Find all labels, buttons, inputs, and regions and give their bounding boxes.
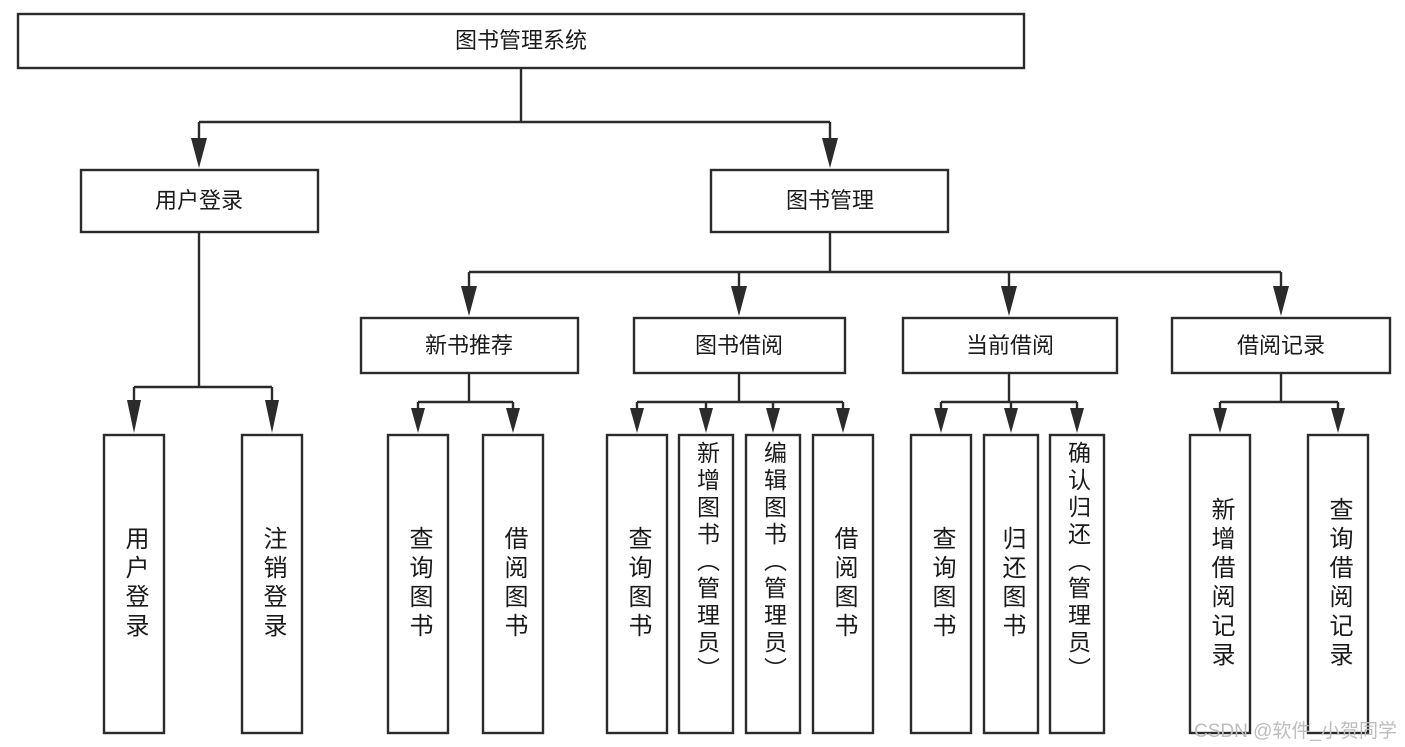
node-leaf-edit-book-admin-box[interactable]: [744, 433, 802, 735]
node-root-label: 图书管理系统: [455, 28, 587, 53]
node-leaf-query-book-rec-label: 查询图书: [405, 526, 432, 642]
node-user-login[interactable]: 用户登录: [79, 168, 320, 234]
arrow-head-leaf-borrow-book: [836, 408, 850, 433]
node-leaf-query-book-cur[interactable]: 查询图书: [909, 433, 973, 735]
node-leaf-add-book-admin-box[interactable]: [677, 433, 735, 735]
node-current-borrow-box[interactable]: [901, 316, 1119, 375]
node-leaf-query-book-borrow-box[interactable]: [605, 433, 669, 735]
node-leaf-query-borrow-record[interactable]: 查询借阅记录: [1306, 433, 1370, 735]
node-book-management-label: 图书管理: [786, 188, 874, 213]
node-leaf-user-login-label: 用户登录: [121, 526, 148, 642]
node-leaf-query-book-rec-box[interactable]: [386, 433, 450, 735]
arrow-head-borrow-record: [1273, 286, 1289, 316]
node-leaf-add-borrow-record[interactable]: 新增借阅记录: [1188, 433, 1252, 735]
node-leaf-borrow-book-box[interactable]: [811, 433, 875, 735]
node-new-book-recommend-label: 新书推荐: [425, 333, 513, 358]
node-leaf-add-borrow-record-box[interactable]: [1188, 433, 1252, 735]
node-leaf-add-borrow-record-label: 新增借阅记录: [1207, 497, 1234, 671]
arrow-head-leaf-query-book-cur: [934, 408, 948, 433]
node-book-management-box[interactable]: [709, 168, 950, 234]
node-user-login-box[interactable]: [79, 168, 320, 234]
node-leaf-confirm-return-admin[interactable]: 确认归还（管理员）: [1048, 433, 1106, 735]
node-new-book-recommend[interactable]: 新书推荐: [359, 316, 580, 375]
node-leaf-query-book-borrow[interactable]: 查询图书: [605, 433, 669, 735]
node-current-borrow-label: 当前借阅: [966, 333, 1054, 358]
node-leaf-borrow-book-rec-box[interactable]: [481, 433, 545, 735]
node-book-borrow-box[interactable]: [632, 316, 847, 375]
node-book-borrow-label: 图书借阅: [695, 333, 783, 358]
node-leaf-confirm-return-admin-label: 确认归还（管理员）: [1064, 441, 1091, 684]
node-leaf-query-borrow-record-label: 查询借阅记录: [1325, 497, 1352, 671]
node-new-book-recommend-box[interactable]: [359, 316, 580, 375]
arrow-head-leaf-edit-book-admin: [766, 408, 780, 433]
node-leaf-confirm-return-admin-box[interactable]: [1048, 433, 1106, 735]
node-root[interactable]: 图书管理系统: [16, 12, 1026, 70]
node-user-login-label: 用户登录: [155, 188, 243, 213]
arrow-head-leaf-add-borrow-record: [1213, 408, 1227, 433]
csdn-watermark: CSDN @软件_小贺同学: [1194, 721, 1397, 742]
node-borrow-record[interactable]: 借阅记录: [1170, 316, 1392, 375]
node-leaf-query-book-cur-box[interactable]: [909, 433, 973, 735]
node-leaf-return-book-label: 归还图书: [998, 526, 1025, 642]
node-leaf-borrow-book-rec-label: 借阅图书: [500, 526, 527, 642]
node-leaf-add-book-admin-label: 新增图书（管理员）: [693, 441, 720, 684]
node-leaf-logout-label: 注销登录: [259, 526, 286, 642]
node-leaf-query-book-borrow-label: 查询图书: [624, 526, 651, 642]
arrow-head-book-borrow: [731, 286, 747, 316]
arrow-head-current-borrow: [1001, 286, 1017, 316]
arrow-head-leaf-return-book: [1004, 408, 1018, 433]
node-leaf-query-book-rec[interactable]: 查询图书: [386, 433, 450, 735]
node-book-management[interactable]: 图书管理: [709, 168, 950, 234]
node-leaf-borrow-book[interactable]: 借阅图书: [811, 433, 875, 735]
arrow-head-book-management: [822, 138, 838, 168]
node-borrow-record-box[interactable]: [1170, 316, 1392, 375]
node-leaf-return-book-box[interactable]: [982, 433, 1040, 735]
node-leaf-edit-book-admin[interactable]: 编辑图书（管理员）: [744, 433, 802, 735]
arrow-head-leaf-query-book-borrow: [630, 408, 644, 433]
connectors-group: [127, 68, 1345, 433]
node-leaf-query-borrow-record-box[interactable]: [1306, 433, 1370, 735]
arrow-head-new-book-recommend: [461, 286, 477, 316]
node-leaf-query-book-cur-label: 查询图书: [928, 526, 955, 642]
node-leaf-user-login-box[interactable]: [102, 433, 166, 735]
node-leaf-logout[interactable]: 注销登录: [240, 433, 304, 735]
node-root-box[interactable]: [16, 12, 1026, 70]
arrow-head-leaf-user-login: [127, 400, 141, 433]
node-leaf-return-book[interactable]: 归还图书: [982, 433, 1040, 735]
node-borrow-record-label: 借阅记录: [1237, 333, 1325, 358]
node-leaf-borrow-book-label: 借阅图书: [830, 526, 857, 642]
arrow-head-leaf-query-book-rec: [411, 408, 425, 433]
node-leaf-user-login[interactable]: 用户登录: [102, 433, 166, 735]
arrow-head-leaf-query-borrow-record: [1331, 408, 1345, 433]
arrow-head-leaf-borrow-book-rec: [506, 408, 520, 433]
arrow-head-leaf-confirm-return-admin: [1070, 408, 1084, 433]
node-current-borrow[interactable]: 当前借阅: [901, 316, 1119, 375]
node-book-borrow[interactable]: 图书借阅: [632, 316, 847, 375]
leaf-nodes-group: 用户登录 注销登录 查询图书 借阅图书: [102, 433, 1370, 735]
arrow-head-leaf-add-book-admin: [699, 408, 713, 433]
node-leaf-borrow-book-rec[interactable]: 借阅图书: [481, 433, 545, 735]
node-leaf-logout-box[interactable]: [240, 433, 304, 735]
arrow-head-leaf-logout: [265, 400, 279, 433]
arrow-head-user-login: [191, 138, 207, 168]
node-leaf-add-book-admin[interactable]: 新增图书（管理员）: [677, 433, 735, 735]
node-leaf-edit-book-admin-label: 编辑图书（管理员）: [760, 441, 787, 684]
